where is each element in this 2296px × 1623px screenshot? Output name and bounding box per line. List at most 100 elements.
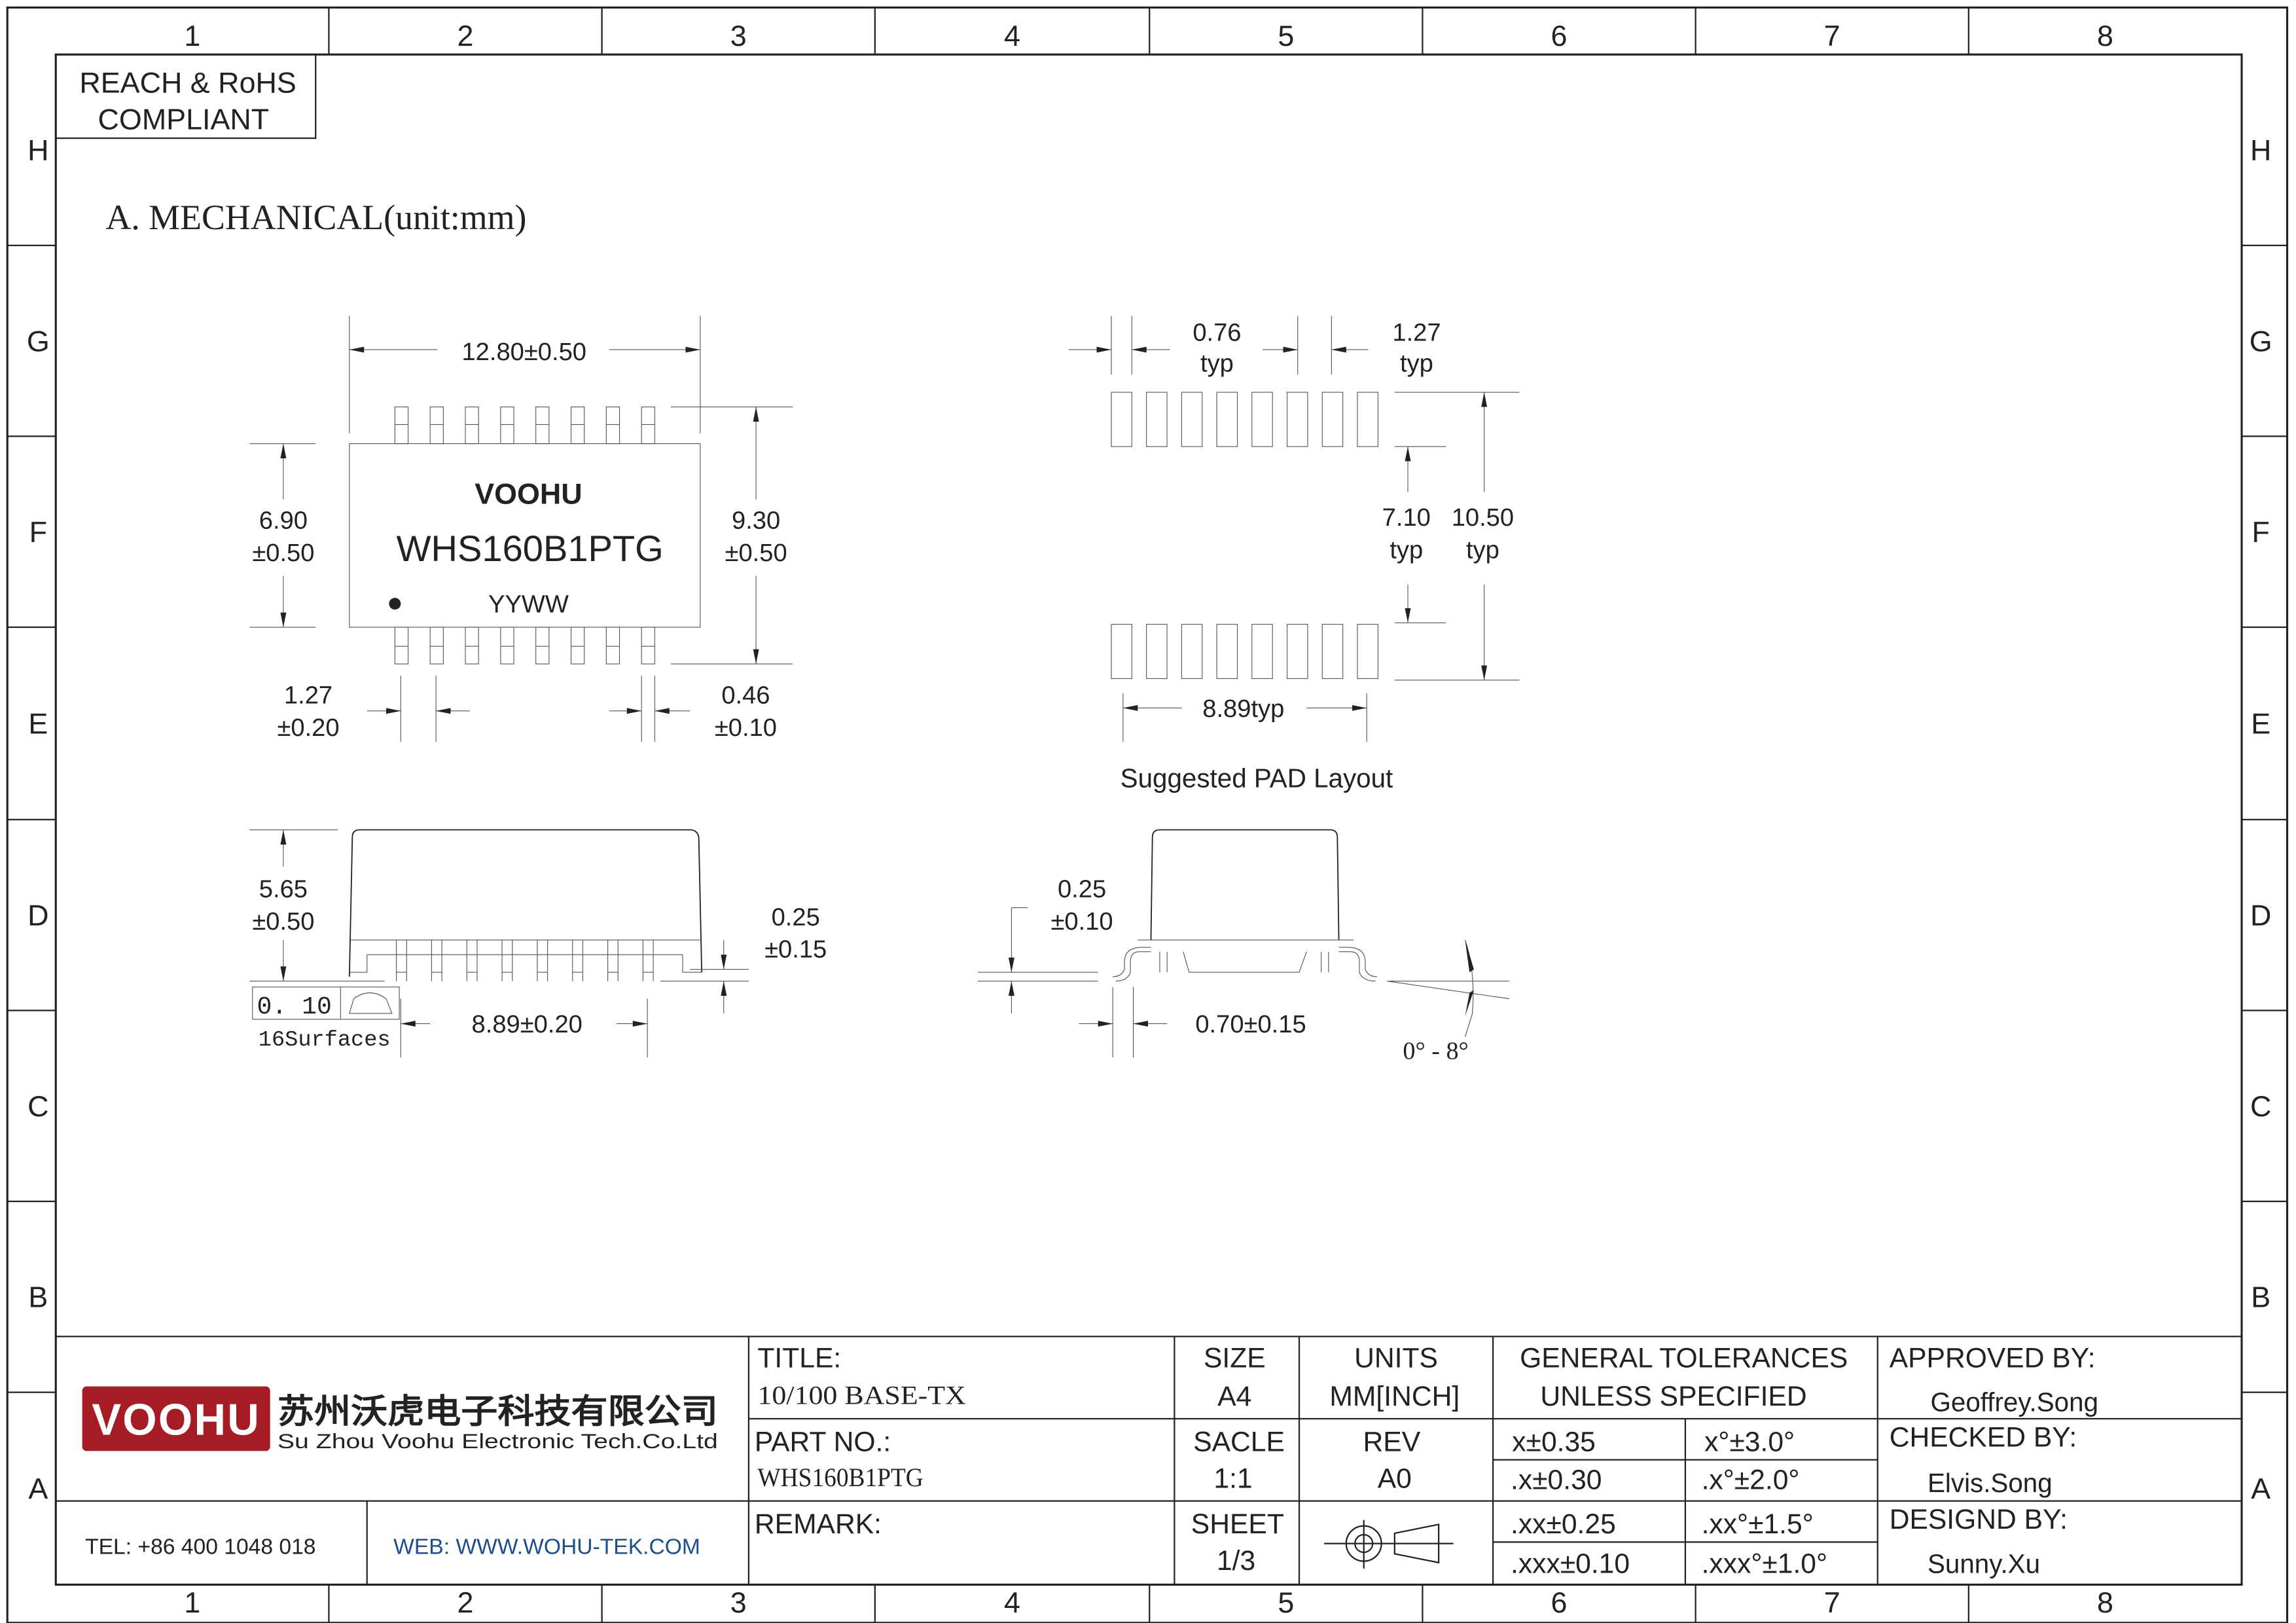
dim-pad-pitch: 1.27 (1392, 319, 1441, 347)
checked-label: CHECKED BY: (1890, 1422, 2077, 1453)
side-view: 5.65 ±0.50 0.25 ±0.15 0. 10 16Surfaces 8… (249, 829, 827, 1058)
lead-top (500, 407, 514, 445)
pad-top (1111, 392, 1132, 447)
zone-column-label: 7 (1824, 19, 1840, 52)
company-name-cn: 苏州沃虎电子科技有限公司 (278, 1393, 718, 1431)
zone-column-label: 4 (1004, 1586, 1020, 1619)
pad-bottom (1286, 623, 1308, 680)
zone-row-label: C (27, 1089, 48, 1123)
scale-value: 1:1 (1213, 1463, 1252, 1494)
pad-bottom (1357, 623, 1378, 680)
body-part-number: WHS160B1PTG (397, 528, 664, 569)
dim-pad-inner: 7.10 (1382, 503, 1431, 532)
body-brand: VOOHU (475, 477, 582, 511)
zone-column-label: 5 (1278, 1586, 1294, 1619)
lead-top (429, 407, 444, 445)
zone-row-label: G (2250, 324, 2272, 357)
part-no-label: PART NO.: (755, 1426, 891, 1457)
lead-side (396, 939, 407, 981)
zone-column-label: 2 (457, 19, 474, 52)
designed-by: Sunny.Xu (1928, 1548, 2040, 1578)
size-label: SIZE (1204, 1342, 1266, 1374)
dim-side-span: 8.89±0.20 (472, 1010, 583, 1038)
dim-pitch-tol: ±0.20 (277, 714, 339, 742)
zone-row-label: B (2251, 1281, 2270, 1314)
lead-side (607, 939, 619, 981)
pad-bottom (1321, 623, 1344, 680)
top-view: VOOHU WHS160B1PTG YYWW 12.80±0.50 6.90 ±… (249, 316, 793, 742)
dim-lead-thickness: 0.25 (1058, 875, 1106, 903)
designed-label: DESIGND BY: (1890, 1504, 2068, 1535)
pad-top (1357, 392, 1378, 447)
zone-row-label: A (2251, 1472, 2270, 1505)
zone-column-label: 6 (1551, 19, 1568, 52)
dim-pad-span: 8.89typ (1202, 695, 1284, 723)
company-name-en: Su Zhou Voohu Electronic Tech.Co.Ltd (278, 1430, 718, 1453)
pad-layout-caption: Suggested PAD Layout (1121, 763, 1393, 793)
lead-side (501, 939, 513, 981)
pad-bottom (1251, 623, 1273, 680)
lead-top (641, 407, 655, 445)
zone-column-label: 3 (730, 1586, 747, 1619)
zone-column-label: 5 (1278, 19, 1294, 52)
dim-lead-thickness-tol: ±0.10 (1050, 907, 1113, 936)
dim-overall-height-tol: ±0.50 (725, 539, 787, 567)
lead-bottom (641, 627, 655, 665)
dim-standoff-tol: ±0.15 (764, 936, 827, 964)
lead-side (431, 939, 442, 981)
tolerance-angular: x°±3.0° (1704, 1426, 1795, 1457)
zone-row-label: A (28, 1472, 48, 1505)
dim-side-height-tol: ±0.50 (252, 907, 314, 936)
section-title: A. MECHANICAL(unit:mm) (105, 198, 526, 237)
surfaces-note: 16Surfaces (259, 1028, 391, 1053)
zone-row-label: F (2251, 515, 2269, 549)
tolerance-linear: .xx±0.25 (1511, 1508, 1616, 1540)
web-link[interactable]: WEB: WWW.WOHU-TEK.COM (393, 1535, 700, 1559)
dim-pad-inner-typ: typ (1390, 536, 1423, 564)
pad-top (1321, 392, 1344, 447)
compliance-line1: REACH & RoHS (79, 66, 296, 100)
lead-bottom (570, 627, 585, 665)
tolerance-angular: .xxx°±1.0° (1702, 1548, 1827, 1579)
dim-lead-width: 0.46 (721, 682, 770, 710)
zone-row-label: D (2250, 898, 2271, 932)
dim-pad-width: 0.76 (1193, 319, 1241, 347)
zone-column-label: 8 (2097, 19, 2113, 52)
pin1-marker-icon (389, 598, 401, 610)
compliance-line2: COMPLIANT (98, 103, 270, 136)
outer-frame (6, 6, 2289, 1623)
lead-side (642, 939, 654, 981)
dim-foot-length: 0.70±0.15 (1195, 1010, 1306, 1038)
profile-of-surface-icon (349, 992, 393, 1014)
pad-layout: 0.76 typ 1.27 typ 7.10 typ 10.50 typ 8.8… (1068, 316, 1520, 793)
logo-text: VOOHU (92, 1396, 260, 1445)
lead-side (572, 939, 584, 981)
tel: TEL: +86 400 1048 018 (85, 1535, 315, 1559)
pad-top (1181, 392, 1203, 447)
dim-body-height-tol: ±0.50 (252, 539, 314, 567)
pad-top (1216, 392, 1238, 447)
compliance-box: REACH & RoHS COMPLIANT (55, 54, 317, 139)
zone-row-label: E (28, 707, 48, 740)
lead-top (570, 407, 585, 445)
title-block: VOOHU 苏州沃虎电子科技有限公司 Su Zhou Voohu Electro… (56, 1336, 2242, 1585)
sheet-value: 1/3 (1217, 1545, 1255, 1577)
zone-column-label: 6 (1551, 1586, 1568, 1619)
dim-pad-outer: 10.50 (1452, 503, 1514, 532)
dim-pad-pitch-typ: typ (1400, 350, 1433, 378)
zone-row-label: E (2251, 707, 2270, 740)
tolerance-linear: x±0.35 (1512, 1426, 1596, 1457)
rev-label: REV (1363, 1426, 1421, 1457)
scale-label: SACLE (1193, 1426, 1285, 1457)
tolerances-header-1: GENERAL TOLERANCES (1520, 1342, 1848, 1374)
coplanarity-frame: 0. 10 (252, 986, 400, 1021)
zone-row-label: B (28, 1281, 48, 1314)
dim-side-height: 5.65 (259, 875, 308, 903)
zone-row-label: C (2250, 1089, 2271, 1123)
dim-body-height: 6.90 (259, 507, 308, 535)
pad-bottom (1146, 623, 1168, 680)
remark-label: REMARK: (755, 1508, 882, 1540)
third-angle-projection-icon (1324, 1520, 1454, 1569)
